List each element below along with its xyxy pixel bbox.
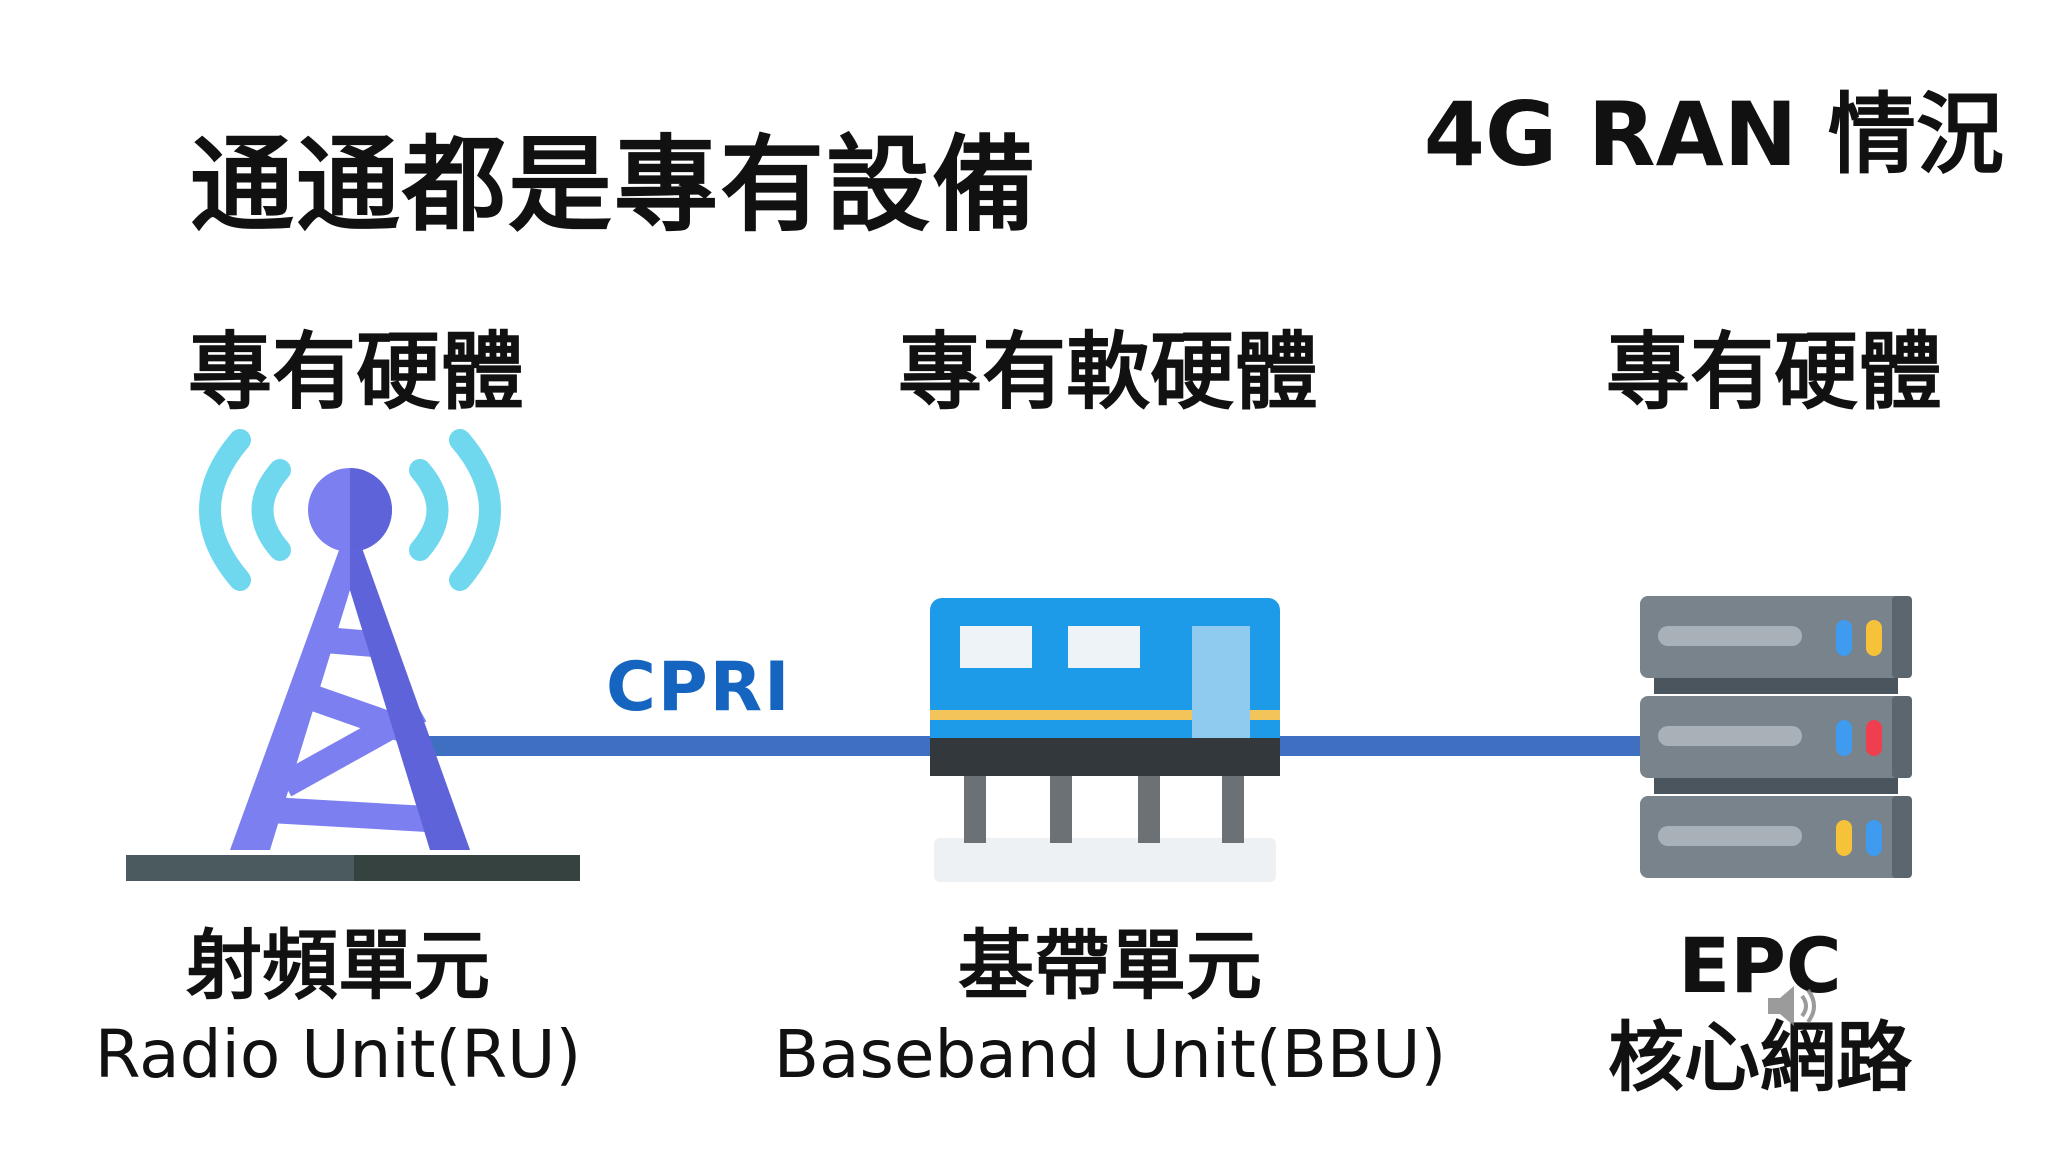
epc-name: EPC	[1678, 921, 1842, 1010]
bbu-name-en: Baseband Unit(BBU)	[773, 1016, 1447, 1093]
radio-tower-icon	[126, 429, 580, 881]
bbu-label: 基帶單元 Baseband Unit(BBU)	[774, 920, 1446, 1098]
ru-label: 射頻單元 Radio Unit(RU)	[95, 920, 581, 1098]
headline: 通通都是專有設備	[190, 124, 1039, 246]
section-title-middle: 專有軟硬體	[897, 323, 1319, 421]
cpri-label: CPRI	[606, 648, 792, 727]
epc-label: EPC 核心網路	[1608, 920, 1912, 1104]
section-title-right: 專有硬體	[1605, 323, 1943, 421]
ru-name-zh: 射頻單元	[186, 921, 490, 1010]
ru-name-en: Radio Unit(RU)	[94, 1016, 582, 1093]
epc-name-core: 核心網路	[1608, 1013, 1912, 1102]
bbu-name-zh: 基帶單元	[957, 921, 1262, 1010]
corner-title: 4G RAN 情況	[1423, 83, 2004, 186]
section-title-left: 專有硬體	[187, 323, 525, 421]
speaker-icon[interactable]	[1762, 976, 1822, 1036]
baseband-unit-icon	[930, 598, 1280, 882]
backhaul-link-line	[1270, 736, 1650, 756]
server-rack-icon	[1640, 596, 1912, 878]
cpri-link-line	[420, 736, 940, 756]
